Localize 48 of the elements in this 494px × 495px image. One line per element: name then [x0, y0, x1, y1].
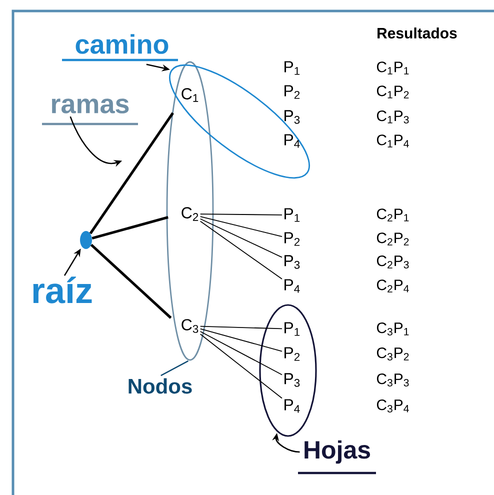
leaf-label: P$_{4}$	[284, 134, 300, 148]
leaf-label: P$_{3}$	[284, 110, 300, 124]
result-label: C$_{2}$P$_{2}$	[376, 232, 409, 246]
branch-line	[90, 244, 172, 319]
column-heading: Resultados	[378, 28, 457, 38]
node-label: C$_{2}$	[182, 207, 198, 221]
branch-line	[200, 331, 282, 376]
leaf-label: P$_{1}$	[284, 208, 300, 222]
branch-line	[200, 216, 282, 238]
node-label: C$_{1}$	[182, 88, 198, 102]
branch-line	[89, 112, 174, 234]
callout-label: Nodos	[128, 378, 192, 394]
leaf-label: P$_{2}$	[284, 232, 300, 246]
leaves-ellipse	[259, 304, 317, 437]
callout-label: Hojas	[304, 440, 370, 464]
leaf-label: P$_{1}$	[284, 322, 300, 336]
result-label: C$_{2}$P$_{4}$	[376, 280, 409, 292]
branch-line	[200, 334, 282, 399]
result-label: C$_{1}$P$_{4}$	[376, 134, 409, 148]
callout-label: camino	[76, 34, 168, 54]
leaf-label: P$_{2}$	[284, 347, 300, 361]
branch-line	[200, 218, 282, 258]
leaf-label: P$_{3}$	[284, 255, 300, 269]
nodes-ellipse	[166, 61, 214, 361]
branch-line	[200, 214, 282, 216]
result-label: C$_{2}$P$_{3}$	[376, 256, 409, 268]
branch-line	[200, 326, 282, 330]
result-label: C$_{3}$P$_{2}$	[376, 348, 409, 360]
leader-line	[160, 360, 189, 376]
result-label: C$_{3}$P$_{4}$	[376, 400, 409, 412]
result-label: C$_{2}$P$_{1}$	[376, 208, 409, 222]
result-label: C$_{3}$P$_{1}$	[376, 322, 409, 336]
branch-line	[200, 328, 282, 352]
leaf-label: P$_{4}$	[284, 279, 300, 293]
result-label: C$_{3}$P$_{3}$	[376, 374, 409, 386]
leaf-label: P$_{4}$	[284, 399, 300, 413]
branch-line	[92, 216, 168, 240]
result-label: C$_{1}$P$_{3}$	[376, 110, 409, 124]
callout-label: raíz	[33, 276, 92, 304]
leaf-label: P$_{1}$	[284, 61, 300, 75]
leaf-label: P$_{3}$	[284, 373, 300, 387]
callout-label: ramas	[52, 98, 129, 114]
result-label: C$_{1}$P$_{2}$	[376, 86, 409, 98]
root-dot	[80, 231, 92, 249]
result-label: C$_{1}$P$_{1}$	[376, 62, 409, 74]
leaf-label: P$_{2}$	[284, 85, 300, 99]
branch-line	[200, 220, 282, 280]
node-label: C$_{3}$	[182, 319, 198, 333]
